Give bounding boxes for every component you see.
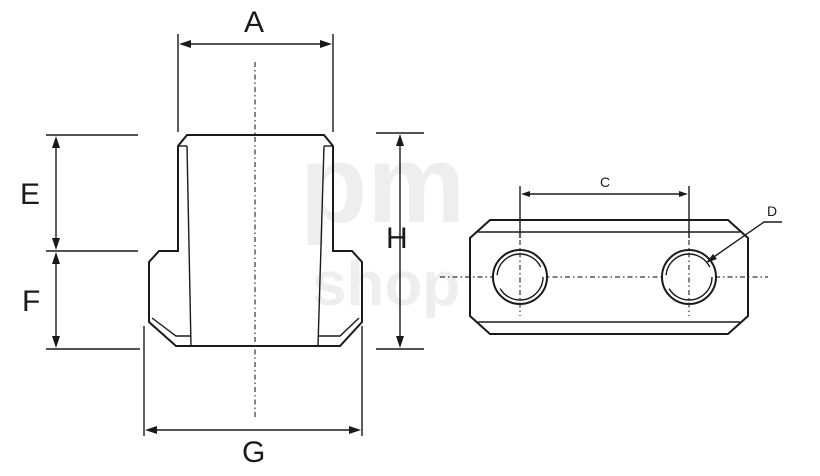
inner-line-left	[186, 145, 192, 347]
dim-a-arrow-right	[320, 40, 332, 48]
dim-c-arrow-right	[679, 191, 688, 197]
dim-h-label: H	[386, 222, 408, 255]
watermark: pm shop	[300, 123, 465, 319]
dim-g-label: G	[242, 436, 265, 469]
inner-line-right	[317, 145, 325, 347]
dim-f-label: F	[22, 285, 40, 318]
dim-c-arrow-left	[521, 191, 530, 197]
watermark-line-1: pm	[300, 123, 465, 246]
dim-a-arrow-left	[179, 40, 191, 48]
dim-f-arrow-top	[52, 252, 60, 264]
bottom-chamfer-line-left	[151, 317, 191, 337]
dim-d-label: D	[767, 203, 777, 219]
top-view: C D	[440, 174, 782, 335]
dim-h-arrow-top	[396, 134, 404, 146]
dim-e-arrow-bottom	[52, 238, 60, 250]
dim-e-label: E	[20, 178, 40, 211]
watermark-line-2: shop	[312, 250, 460, 319]
front-view: A E F H G	[20, 6, 424, 469]
hole-right	[661, 249, 717, 305]
bottom-chamfer-line-right	[318, 317, 360, 337]
dim-c-label: C	[600, 174, 610, 190]
hole-left	[492, 249, 548, 305]
dim-g-arrow-right	[349, 426, 361, 434]
dim-a-label: A	[244, 6, 264, 39]
top-view-outline	[469, 219, 749, 335]
dim-d-arrow	[706, 254, 717, 263]
dim-f-arrow-bottom	[52, 336, 60, 348]
dim-e-arrow-top	[52, 136, 60, 148]
dim-d-leader	[707, 221, 782, 262]
dim-g-arrow-left	[145, 426, 157, 434]
dim-h-arrow-bottom	[396, 336, 404, 348]
front-view-outline	[148, 134, 363, 347]
